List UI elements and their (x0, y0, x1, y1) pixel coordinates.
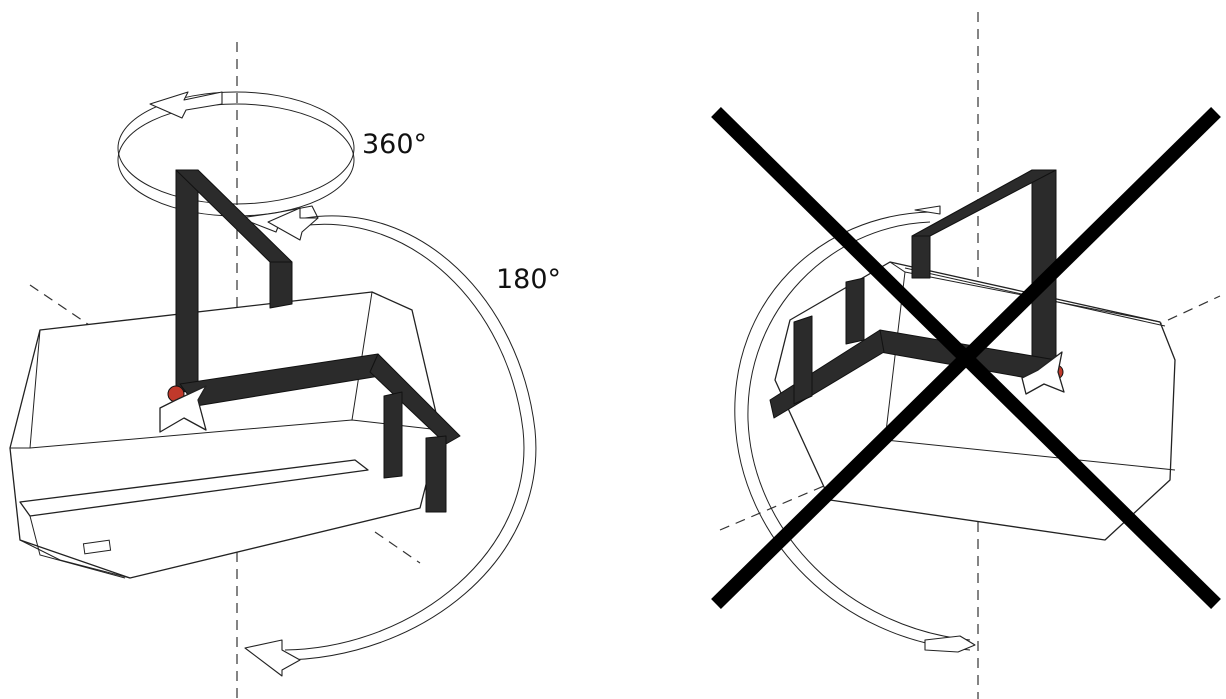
label-180: 180° (496, 264, 561, 295)
incorrect-cross-mark (711, 107, 1221, 609)
rotation-180-arrow (244, 207, 537, 677)
rotation-arc-right (734, 205, 976, 653)
incorrect-mounting-illustration (711, 12, 1221, 699)
label-360: 360° (362, 129, 427, 160)
mounting-bracket-left (159, 169, 461, 513)
tilt-axis-left-lower (374, 531, 421, 564)
correct-mounting-illustration: 360° 180° (9, 42, 561, 699)
speaker-cabinet-left (9, 291, 441, 579)
tilt-axis-right-lower (719, 474, 851, 531)
